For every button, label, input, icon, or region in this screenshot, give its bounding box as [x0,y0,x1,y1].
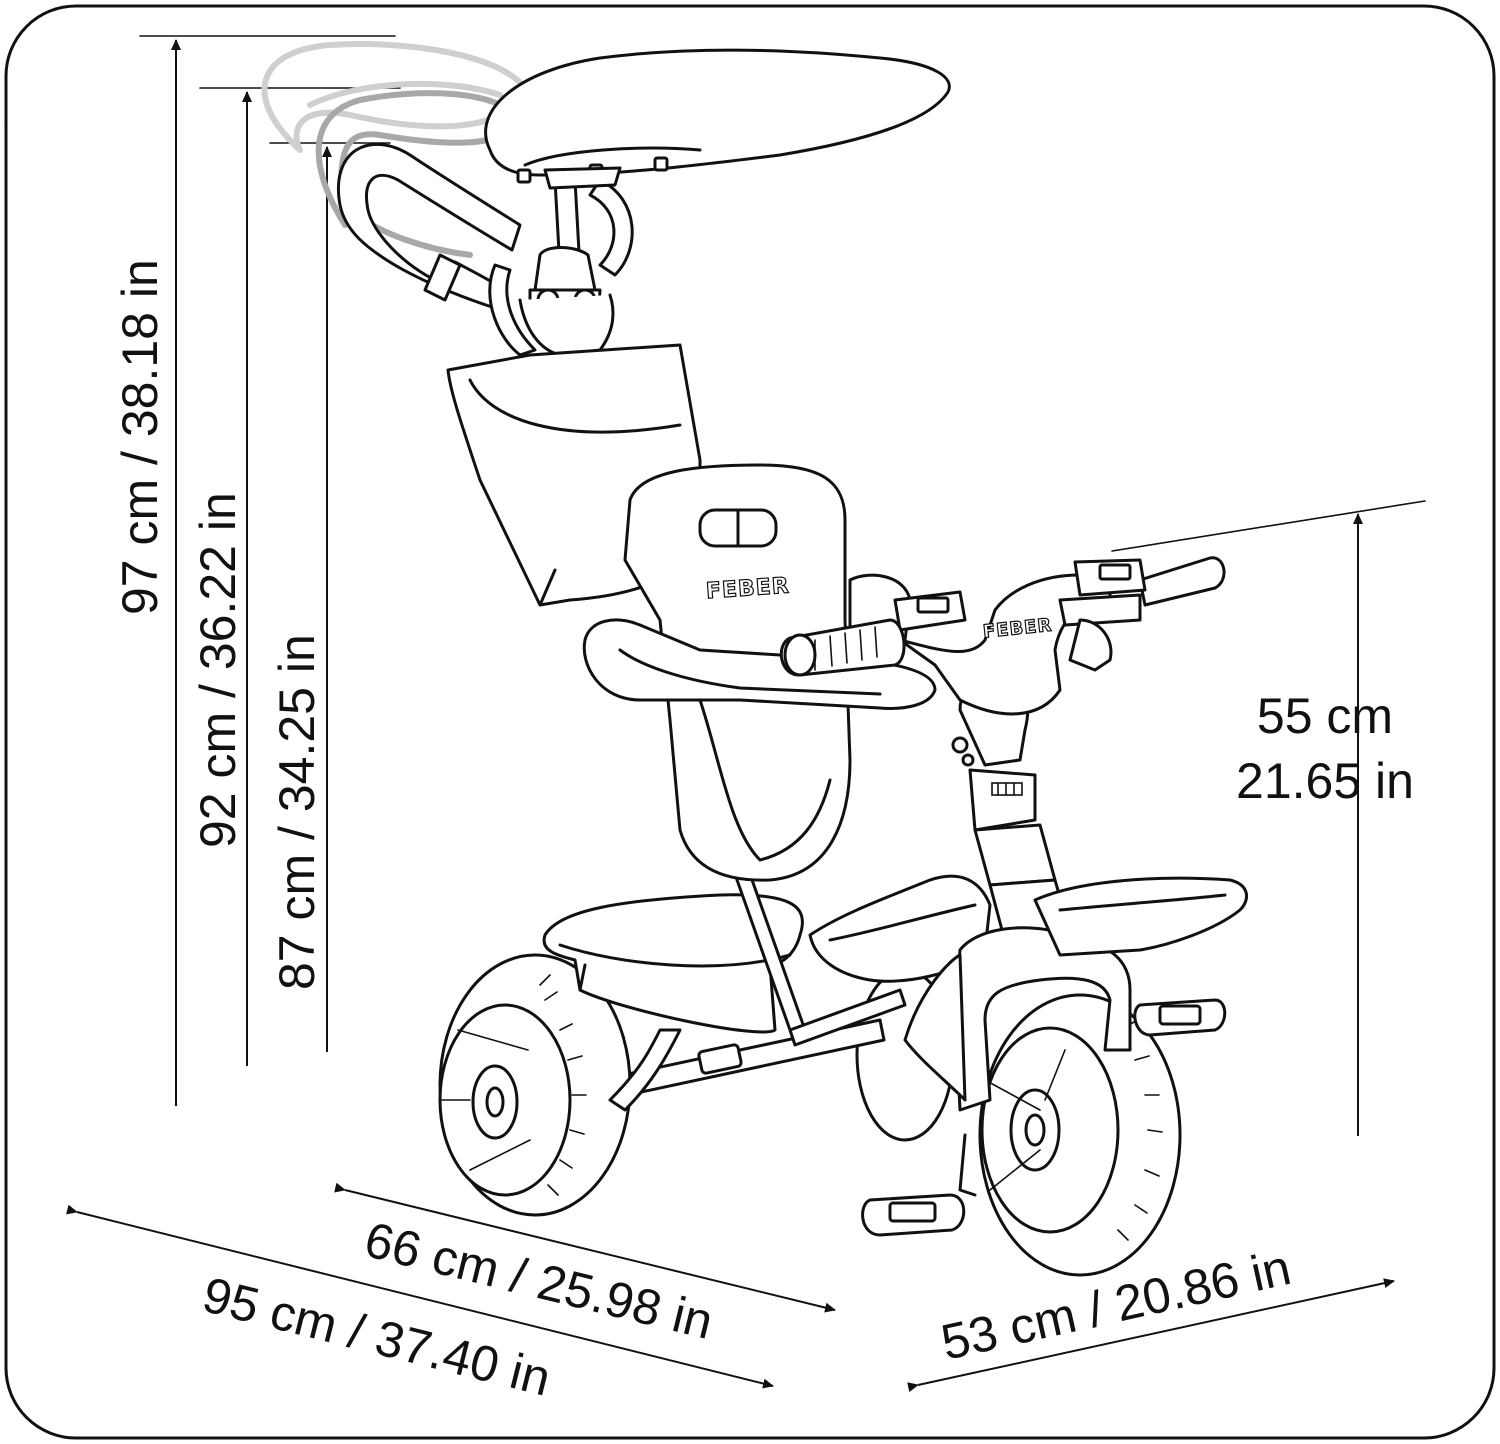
height-canopy-mid-label: 92 cm / 36.22 in [190,492,246,848]
canopy-arm [488,178,634,357]
height-canopy-low-label: 87 cm / 34.25 in [269,634,325,990]
height-dimension-lines [139,35,401,1106]
rear-frame-tube [608,1028,682,1112]
front-fork [903,926,1132,1112]
pedal-right [1133,998,1227,1037]
rear-wheel-left [438,953,632,1217]
front-wheel [978,993,1182,1277]
handlebar-height-cm-label: 55 cm [1257,688,1393,744]
sun-canopy [484,48,951,190]
tricycle-illustration: FEBER [261,41,1249,1277]
handlebar: FEBER [779,556,1226,716]
floor-dimension-lines [66,1182,1395,1393]
height-canopy-top-label: 97 cm / 38.18 in [112,259,168,615]
handlebar-height-dimension [1111,500,1426,1136]
canopy-ghost-mid [307,80,503,108]
handlebar-height-in-label: 21.65 in [1236,753,1414,809]
storage-basket [542,893,804,1034]
pedal-left [861,1133,977,1237]
